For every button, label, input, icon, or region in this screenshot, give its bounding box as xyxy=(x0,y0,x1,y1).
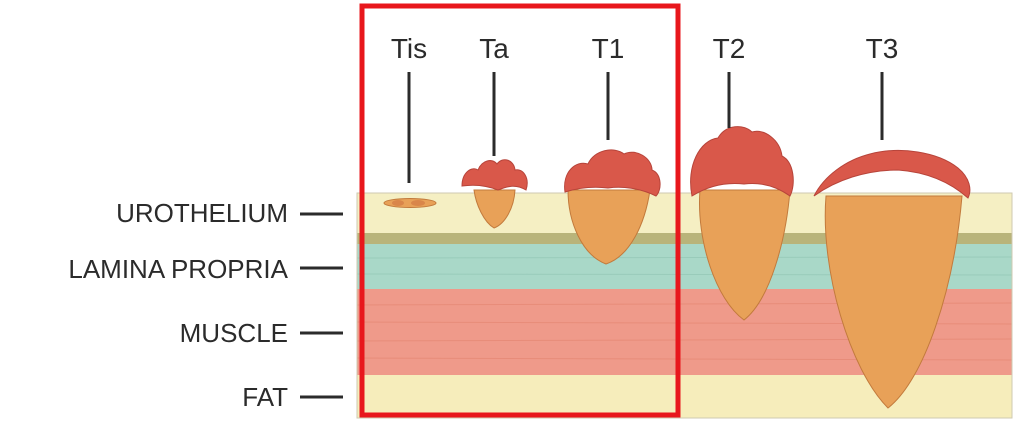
stage-label-tis: Tis xyxy=(391,33,427,64)
stage-label-t1: T1 xyxy=(592,33,625,64)
stage-label-t2: T2 xyxy=(713,33,746,64)
layer-pointer-lines xyxy=(300,214,343,397)
layer-label-lamina-propria: LAMINA PROPRIA xyxy=(68,254,288,284)
fat-layer xyxy=(357,375,1012,418)
layer-label-muscle: MUSCLE xyxy=(180,318,288,348)
stage-label-ta: Ta xyxy=(479,33,509,64)
tumor-tis xyxy=(384,199,436,208)
layer-label-urothelium: UROTHELIUM xyxy=(116,198,288,228)
layer-label-fat: FAT xyxy=(242,382,288,412)
stage-label-t3: T3 xyxy=(866,33,899,64)
